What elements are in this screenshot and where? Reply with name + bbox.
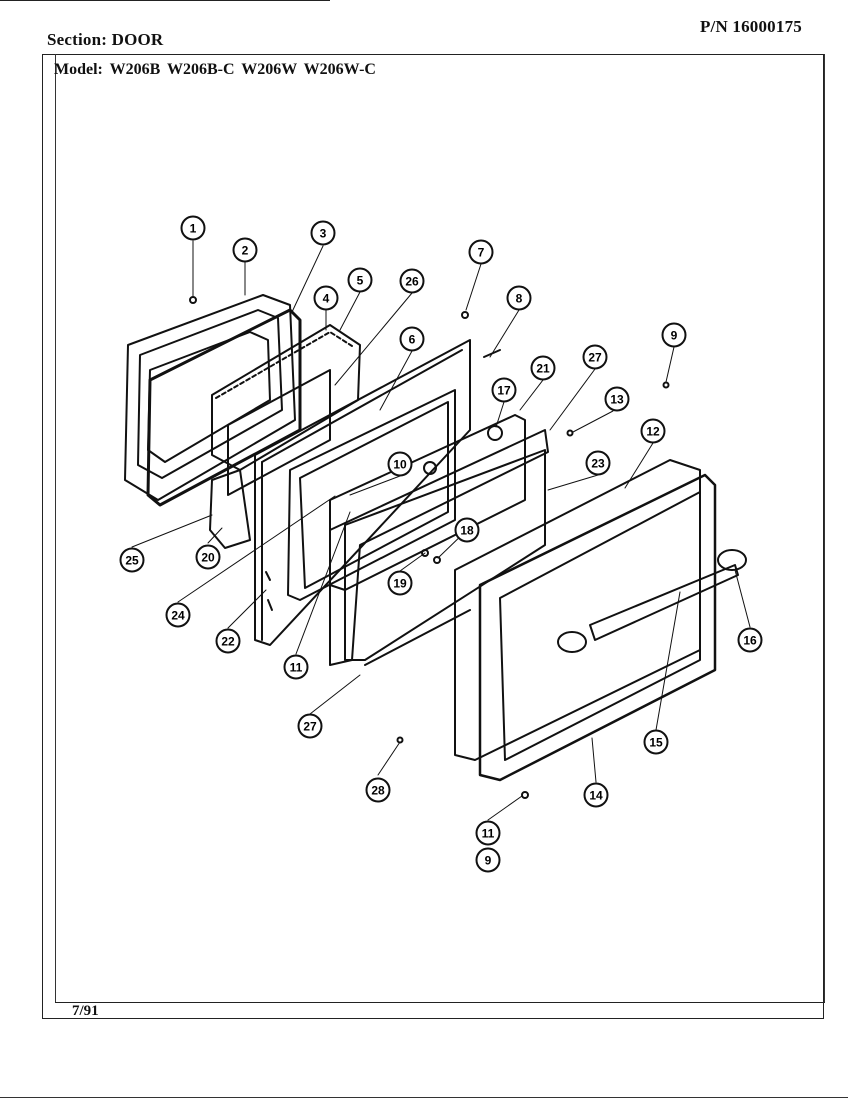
part-number: P/N 16000175 <box>699 17 802 36</box>
callout-11: 11 <box>475 820 501 846</box>
callout-number: 13 <box>610 393 624 407</box>
callout-23: 23 <box>585 450 611 476</box>
inner-panel-part <box>254 339 471 646</box>
section-title: Section: DOOR <box>47 30 163 50</box>
window-frame-part <box>287 389 456 601</box>
callout-3: 3 <box>310 220 336 246</box>
callout-number: 26 <box>405 275 419 289</box>
footer-rule <box>55 1002 825 1003</box>
callout-number: 5 <box>357 274 364 288</box>
revision-date: 7/91 <box>72 1003 99 1019</box>
callout-number: 19 <box>393 577 407 591</box>
callout-number: 25 <box>125 554 139 568</box>
callout-number: 11 <box>482 827 495 841</box>
callout-number: 3 <box>320 227 327 241</box>
outer-frame-part <box>478 473 717 782</box>
callout-8: 8 <box>506 285 532 311</box>
callout-1: 1 <box>180 215 206 241</box>
callout-20: 20 <box>195 544 221 570</box>
callout-4: 4 <box>313 285 339 311</box>
callout-9: 9 <box>475 847 501 873</box>
callout-10: 10 <box>387 451 413 477</box>
callout-number: 11 <box>290 661 303 675</box>
section-value: DOOR <box>111 30 164 49</box>
top-rule <box>0 0 330 1</box>
diagram-frame-inner <box>55 54 825 1003</box>
callout-number: 7 <box>478 246 485 260</box>
callout-number: 17 <box>497 384 511 398</box>
callout-11: 11 <box>283 654 309 680</box>
callout-number: 27 <box>303 720 317 734</box>
page-bottom-rule <box>0 1097 848 1098</box>
callout-28: 28 <box>365 777 391 803</box>
callout-27: 27 <box>297 713 323 739</box>
callout-25: 25 <box>119 547 145 573</box>
callout-16: 16 <box>737 627 763 653</box>
callout-number: 4 <box>323 292 330 306</box>
callout-6: 6 <box>399 326 425 352</box>
callout-14: 14 <box>583 782 609 808</box>
callout-number: 22 <box>221 635 235 649</box>
callout-number: 12 <box>646 425 660 439</box>
callout-number: 24 <box>171 609 185 623</box>
callout-13: 13 <box>604 386 630 412</box>
callout-21: 21 <box>530 355 556 381</box>
callout-26: 26 <box>399 268 425 294</box>
callout-15: 15 <box>643 729 669 755</box>
callout-17: 17 <box>491 377 517 403</box>
callout-22: 22 <box>215 628 241 654</box>
handle-part <box>557 549 747 653</box>
model-label: Model: <box>54 61 103 78</box>
callout-number: 15 <box>649 736 663 750</box>
callout-number: 1 <box>190 222 197 236</box>
callout-24: 24 <box>165 602 191 628</box>
callout-number: 2 <box>242 244 249 258</box>
callout-number: 21 <box>536 362 550 376</box>
callout-number: 14 <box>589 789 603 803</box>
model-values: W206B W206B-C W206W W206W-C <box>109 61 376 78</box>
callout-number: 27 <box>588 351 602 365</box>
callout-7: 7 <box>468 239 494 265</box>
callout-2: 2 <box>232 237 258 263</box>
callout-number: 8 <box>516 292 523 306</box>
model-line: Model: W206B W206B-C W206W W206W-C <box>54 61 376 79</box>
callout-5: 5 <box>347 267 373 293</box>
diagram-frame <box>42 54 824 1019</box>
callout-9: 9 <box>661 322 687 348</box>
callout-number: 6 <box>409 333 416 347</box>
callout-number: 9 <box>671 329 678 343</box>
section-label: Section: <box>47 30 108 49</box>
callout-19: 19 <box>387 570 413 596</box>
callout-number: 16 <box>743 634 757 648</box>
callout-27: 27 <box>582 344 608 370</box>
callout-number: 28 <box>371 784 385 798</box>
callout-number: 23 <box>591 457 605 471</box>
heat-shield-part <box>329 429 549 666</box>
callout-18: 18 <box>454 517 480 543</box>
callout-number: 18 <box>460 524 474 538</box>
callout-12: 12 <box>640 418 666 444</box>
callout-number: 20 <box>201 551 215 565</box>
callout-number: 10 <box>393 458 407 472</box>
callout-number: 9 <box>485 854 492 868</box>
